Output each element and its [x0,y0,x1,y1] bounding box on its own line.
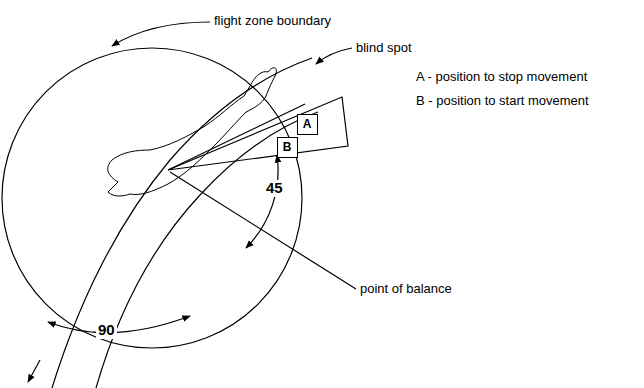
angle-value: 45 [264,180,285,197]
position-letter: B [283,141,292,153]
leader-line [112,22,210,46]
legend-note: B - position to start movement [416,94,589,108]
balance-line [168,104,305,170]
angle-arc [246,155,278,248]
flight-zone-circle [2,48,302,348]
boundary-label: flight zone boundary [214,14,331,28]
position-box: A [297,114,318,135]
direction-arrow [28,360,40,382]
angle-arc [48,316,190,333]
balance-wedge [168,97,348,170]
blind-spot-line [52,58,312,388]
position-box: B [277,137,298,158]
angle-value: 90 [96,322,117,339]
leader-line [170,172,356,289]
animal-outline [108,68,277,196]
legend-note: A - position to stop movement [416,70,587,84]
blind-spot-label: blind spot [356,41,412,55]
leader-line [316,48,352,64]
point-label: point of balance [360,282,452,296]
position-letter: A [303,118,312,130]
